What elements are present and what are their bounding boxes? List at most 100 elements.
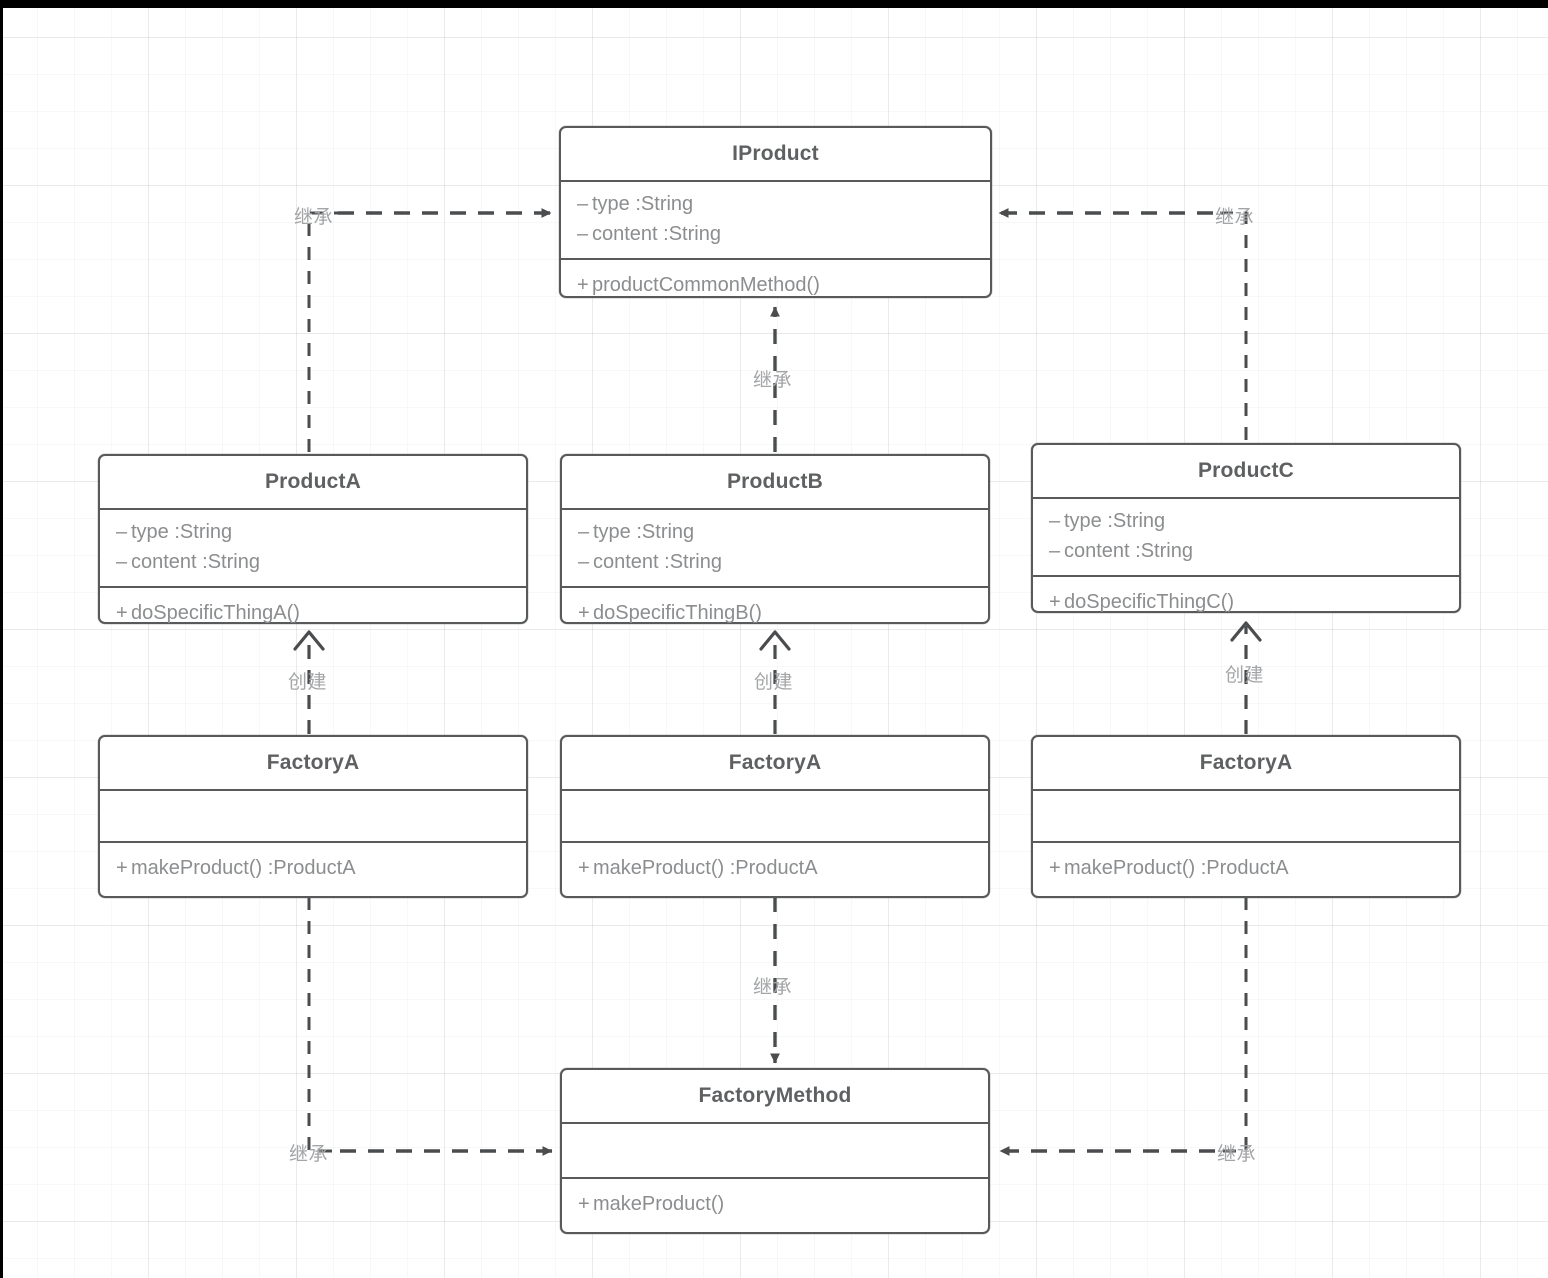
operation-text: makeProduct() :ProductA (131, 857, 356, 879)
class-operations: +productCommonMethod() (561, 258, 990, 311)
visibility-marker: + (116, 602, 128, 624)
class-attributes: –type :String –content :String (1033, 497, 1459, 575)
edge-factoryA3-to-factorymethod (999, 897, 1248, 1156)
operation-row: +doSpecificThingB() (578, 598, 988, 628)
visibility-marker: + (578, 602, 590, 624)
attribute-row: –content :String (577, 219, 990, 249)
operation-text: doSpecificThingB() (593, 602, 762, 624)
class-name: ProductC (1197, 459, 1295, 482)
edge-label-inherit-bottom-right: 继承 (1217, 1144, 1257, 1165)
edge-factoryA1-creates-productA (293, 630, 325, 734)
visibility-marker: – (578, 521, 590, 543)
class-box-productA[interactable]: ProductA –type :String –content :String … (98, 454, 528, 624)
class-title-bar: ProductA (100, 456, 526, 508)
class-title-bar: ProductB (562, 456, 988, 508)
class-operations: +makeProduct() :ProductA (100, 841, 526, 894)
class-attributes: –type :String –content :String (100, 508, 526, 586)
class-title-bar: FactoryA (100, 737, 526, 789)
class-operations: +makeProduct() :ProductA (562, 841, 988, 894)
relationship-edges-layer (293, 208, 1262, 1156)
class-attributes: –type :String –content :String (562, 508, 988, 586)
visibility-marker: + (1049, 591, 1061, 613)
attribute-text: type :String (1064, 510, 1166, 532)
edge-factoryA2-creates-productB (759, 630, 791, 734)
attribute-text: content :String (592, 223, 721, 245)
class-name: FactoryA (728, 751, 822, 774)
class-title-bar: FactoryA (1033, 737, 1459, 789)
class-title-bar: ProductC (1033, 445, 1459, 497)
edge-label-inherit-center-bottom: 继承 (753, 977, 793, 998)
attribute-row: –type :String (577, 189, 990, 219)
visibility-marker: – (577, 193, 589, 215)
class-operations: +doSpecificThingB() (562, 586, 988, 639)
edge-label-create-A: 创建 (288, 672, 328, 693)
class-operations: +doSpecificThingC() (1033, 575, 1459, 628)
class-operations: +makeProduct() (562, 1177, 988, 1230)
operation-row: +makeProduct() :ProductA (1049, 853, 1459, 883)
class-box-factoryA-right[interactable]: FactoryA +makeProduct() :ProductA (1031, 735, 1461, 898)
edge-factoryA1-to-factorymethod (307, 897, 553, 1156)
edge-label-create-B: 创建 (754, 672, 794, 693)
class-box-factoryA-center[interactable]: FactoryA +makeProduct() :ProductA (560, 735, 990, 898)
attribute-row: –content :String (578, 547, 988, 577)
operation-text: makeProduct() (593, 1193, 725, 1215)
visibility-marker: – (578, 551, 590, 573)
class-attributes (100, 789, 526, 841)
operation-row: +makeProduct() :ProductA (116, 853, 526, 883)
edge-label-inherit-right: 继承 (1215, 207, 1255, 228)
class-box-factorymethod[interactable]: FactoryMethod +makeProduct() (560, 1068, 990, 1234)
attribute-text: content :String (593, 551, 722, 573)
class-box-productC[interactable]: ProductC –type :String –content :String … (1031, 443, 1461, 613)
visibility-marker: + (578, 857, 590, 879)
edge-productC-to-iproduct (998, 208, 1248, 440)
class-operations: +makeProduct() :ProductA (1033, 841, 1459, 894)
class-attributes (1033, 789, 1459, 841)
class-name: ProductA (264, 470, 362, 493)
frame-edge-left (0, 0, 3, 1278)
class-title-bar: FactoryA (562, 737, 988, 789)
operation-row: +doSpecificThingC() (1049, 587, 1459, 617)
visibility-marker: + (1049, 857, 1061, 879)
visibility-marker: + (578, 1193, 590, 1215)
class-box-productB[interactable]: ProductB –type :String –content :String … (560, 454, 990, 624)
visibility-marker: – (1049, 510, 1061, 532)
operation-text: doSpecificThingC() (1064, 591, 1235, 613)
edge-label-create-C: 创建 (1225, 665, 1265, 686)
class-box-factoryA-left[interactable]: FactoryA +makeProduct() :ProductA (98, 735, 528, 898)
visibility-marker: + (577, 274, 589, 296)
edge-label-inherit-left: 继承 (294, 207, 334, 228)
class-name: FactoryA (1199, 751, 1293, 774)
edge-label-inherit-center-top: 继承 (753, 370, 793, 391)
operation-row: +productCommonMethod() (577, 270, 990, 300)
operation-row: +doSpecificThingA() (116, 598, 526, 628)
attribute-text: content :String (1064, 540, 1193, 562)
class-name: IProduct (732, 142, 819, 165)
class-name: FactoryA (266, 751, 360, 774)
attribute-row: –type :String (578, 517, 988, 547)
class-name: FactoryMethod (698, 1084, 852, 1107)
operation-text: productCommonMethod() (592, 274, 820, 296)
visibility-marker: – (577, 223, 589, 245)
class-box-iproduct[interactable]: IProduct –type :String –content :String … (559, 126, 992, 298)
attribute-text: content :String (131, 551, 260, 573)
operation-row: +makeProduct() (578, 1189, 988, 1219)
attribute-text: type :String (593, 521, 695, 543)
frame-edge-top (0, 0, 1548, 8)
operation-text: makeProduct() :ProductA (1064, 857, 1289, 879)
class-name: ProductB (726, 470, 824, 493)
edge-label-inherit-bottom-left: 继承 (289, 1144, 329, 1165)
attribute-row: –type :String (1049, 506, 1459, 536)
edge-factoryA3-creates-productC (1230, 621, 1262, 734)
class-attributes: –type :String –content :String (561, 180, 990, 258)
operation-text: doSpecificThingA() (131, 602, 300, 624)
class-operations: +doSpecificThingA() (100, 586, 526, 639)
attribute-row: –type :String (116, 517, 526, 547)
attribute-text: type :String (592, 193, 694, 215)
class-attributes (562, 789, 988, 841)
attribute-text: type :String (131, 521, 233, 543)
visibility-marker: – (116, 521, 128, 543)
class-title-bar: IProduct (561, 128, 990, 180)
class-title-bar: FactoryMethod (562, 1070, 988, 1122)
operation-text: makeProduct() :ProductA (593, 857, 818, 879)
class-attributes (562, 1122, 988, 1177)
